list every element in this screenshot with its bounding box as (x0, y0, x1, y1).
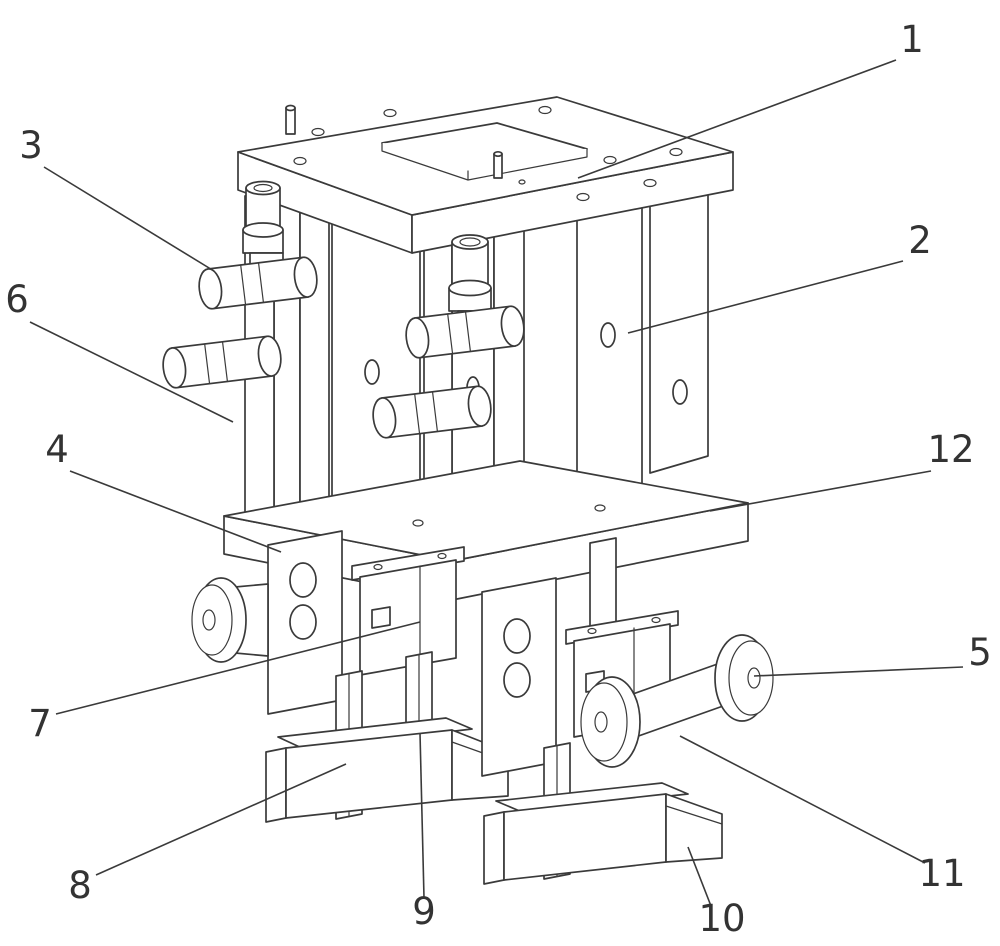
slot-hole (364, 359, 380, 385)
right-gripper-module (481, 577, 774, 880)
leader-line-4 (69, 470, 282, 553)
bracket-hole (289, 604, 317, 640)
leader-line-10 (687, 846, 712, 907)
callout-label-9: 9 (412, 890, 436, 933)
locating-pin (285, 107, 296, 135)
leader-line-9 (419, 732, 425, 899)
callout-label-6: 6 (5, 278, 29, 321)
leader-line-1 (577, 59, 897, 179)
callout-label-10: 10 (698, 897, 745, 940)
adjustment-knob-right-inner (580, 676, 641, 768)
callout-label-2: 2 (908, 219, 932, 262)
callout-label-7: 7 (28, 702, 52, 745)
bracket-hole (503, 618, 531, 654)
actuator-body-left (351, 546, 465, 676)
locating-pin (493, 153, 503, 179)
callout-label-1: 1 (900, 18, 924, 61)
callout-label-11: 11 (918, 852, 965, 895)
top-mounting-plate (237, 96, 734, 254)
adjustment-knob-left (191, 577, 247, 663)
leader-line-3 (43, 166, 215, 272)
pneumatic-fitting-middle (372, 234, 525, 439)
adjustment-knob-right-outer (714, 634, 774, 722)
callout-label-5: 5 (968, 631, 992, 674)
vertical-guide-plates (576, 143, 709, 505)
leader-line-5 (753, 666, 964, 677)
leader-line-8 (95, 763, 347, 876)
leader-line-12 (709, 470, 932, 512)
bracket-hole (289, 562, 317, 598)
callout-label-8: 8 (68, 864, 92, 907)
callout-label-4: 4 (45, 428, 69, 471)
leader-line-2 (627, 260, 904, 334)
bracket-hole (503, 662, 531, 698)
jaw-wedge (665, 793, 723, 863)
callout-label-3: 3 (19, 124, 43, 167)
gripper-jaw-right (483, 782, 723, 885)
leader-line-11 (679, 735, 926, 864)
leader-line-6 (29, 321, 234, 423)
leader-line-7 (55, 621, 421, 715)
callout-label-12: 12 (927, 428, 974, 471)
pneumatic-fitting-left (162, 180, 318, 389)
gripper-jaw-left (265, 717, 509, 823)
